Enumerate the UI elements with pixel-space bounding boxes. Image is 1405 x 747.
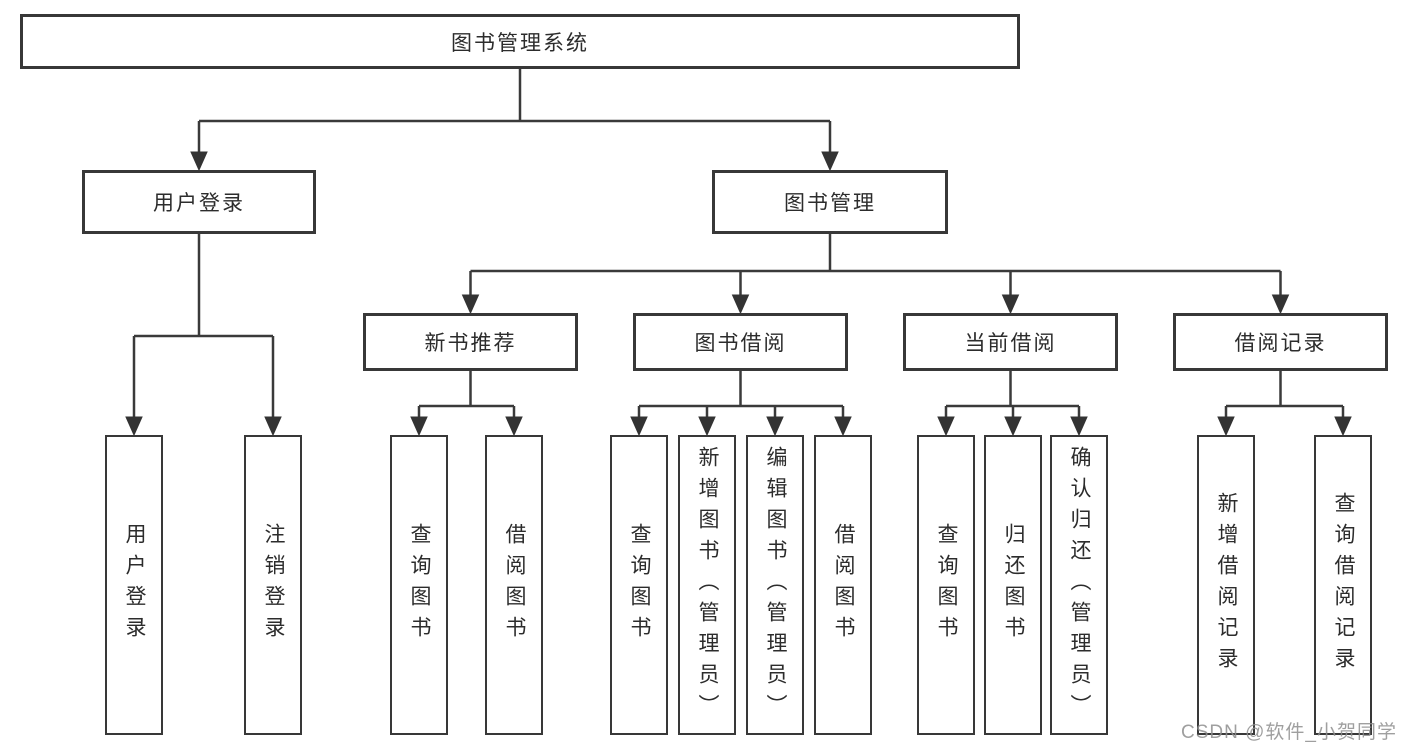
leaf-label: 编辑图书（管理员） (764, 446, 788, 725)
arrowhead (731, 294, 750, 315)
csdn-watermark: CSDN @软件_小贺同学 (1181, 722, 1397, 743)
arrowhead (1070, 416, 1088, 437)
arrowhead (630, 416, 648, 437)
arrowhead (937, 416, 955, 437)
leaf-borrow-books-recommend: 借阅图书 (485, 435, 543, 735)
arrowhead (834, 416, 852, 437)
leaf-return-books: 归还图书 (984, 435, 1042, 735)
node-borrowing-records: 借阅记录 (1173, 313, 1388, 371)
leaf-label: 借阅图书 (503, 523, 527, 647)
leaf-edit-books-admin: 编辑图书（管理员） (746, 435, 804, 735)
leaf-borrow-books: 借阅图书 (814, 435, 872, 735)
leaf-label: 用户登录 (123, 523, 147, 647)
arrowhead (505, 416, 523, 437)
arrowhead (1004, 416, 1022, 437)
node-book-management: 图书管理 (712, 170, 948, 234)
leaf-add-borrow-record: 新增借阅记录 (1197, 435, 1255, 735)
leaf-label: 查询图书 (935, 523, 959, 647)
leaf-confirm-return-admin: 确认归还（管理员） (1050, 435, 1108, 735)
leaf-query-books-borrow: 查询图书 (610, 435, 668, 735)
arrowhead (821, 151, 839, 172)
arrowhead (1271, 294, 1290, 315)
node-root-system: 图书管理系统 (20, 14, 1020, 69)
leaf-label: 归还图书 (1002, 523, 1026, 647)
arrowhead (410, 416, 428, 437)
node-book-borrowing: 图书借阅 (633, 313, 848, 371)
leaf-add-books-admin: 新增图书（管理员） (678, 435, 736, 735)
arrowhead (1217, 416, 1235, 437)
leaf-label: 查询图书 (628, 523, 652, 647)
leaf-label: 注销登录 (262, 523, 286, 647)
arrowhead (190, 151, 208, 172)
leaf-logout: 注销登录 (244, 435, 302, 735)
arrowhead (125, 416, 143, 437)
leaf-query-borrow-record: 查询借阅记录 (1314, 435, 1372, 735)
leaf-label: 新增借阅记录 (1215, 492, 1239, 678)
leaf-label: 新增图书（管理员） (696, 446, 720, 725)
arrowhead (1001, 294, 1020, 315)
arrowhead (766, 416, 784, 437)
leaf-query-books-recommend: 查询图书 (390, 435, 448, 735)
arrowhead (1334, 416, 1352, 437)
arrowhead (698, 416, 716, 437)
arrowhead (264, 416, 282, 437)
leaf-label: 查询借阅记录 (1332, 492, 1356, 678)
arrowhead (461, 294, 480, 315)
leaf-label: 查询图书 (408, 523, 432, 647)
leaf-label: 借阅图书 (832, 523, 856, 647)
node-new-book-recommend: 新书推荐 (363, 313, 578, 371)
leaf-query-books-current: 查询图书 (917, 435, 975, 735)
node-current-borrowing: 当前借阅 (903, 313, 1118, 371)
leaf-label: 确认归还（管理员） (1068, 446, 1092, 725)
node-user-login: 用户登录 (82, 170, 316, 234)
leaf-user-login: 用户登录 (105, 435, 163, 735)
